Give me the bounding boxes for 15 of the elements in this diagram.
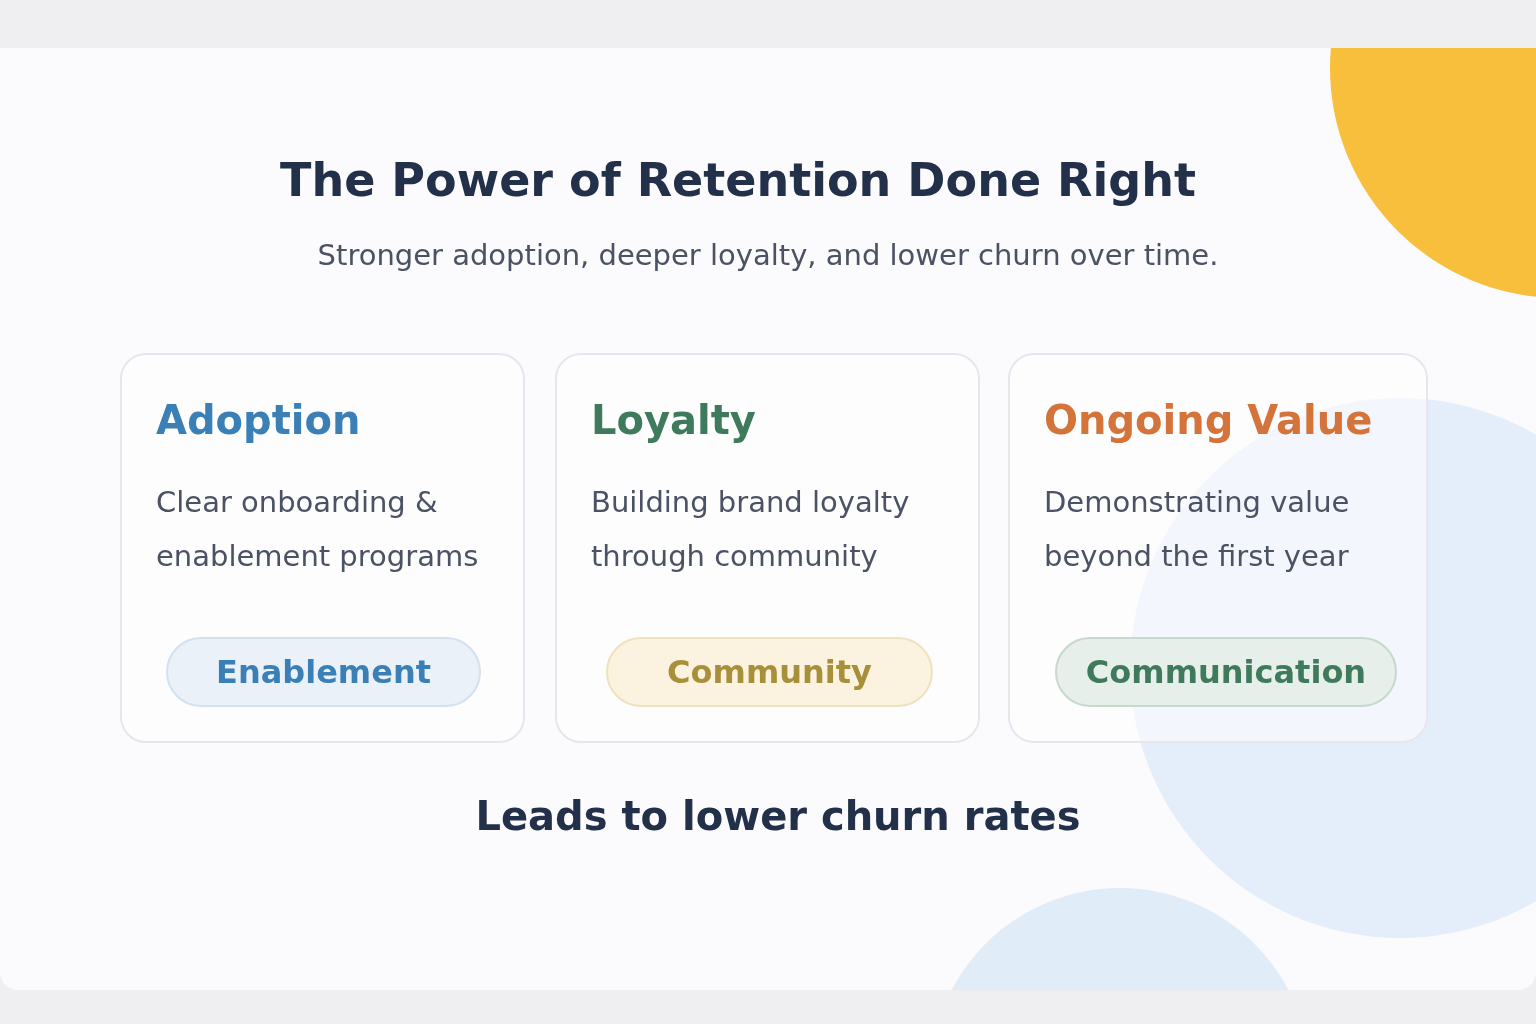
subtitle: Stronger adoption, deeper loyalty, and lower churn over time. <box>316 238 1220 272</box>
card-heading: Loyalty <box>591 397 756 443</box>
feature-card <box>555 353 980 743</box>
conclusion-text: Leads to lower churn rates <box>474 793 1082 839</box>
category-tag: Communication <box>1055 637 1397 707</box>
category-tag: Enablement <box>166 637 481 707</box>
card-heading: Adoption <box>156 397 361 443</box>
card-description: Clear onboarding & enablement programs <box>156 484 480 575</box>
category-tag: Community <box>606 637 933 707</box>
diagram-title: The Power of Retention Done Right <box>279 153 1197 207</box>
feature-card <box>1008 353 1428 743</box>
card-description: Building brand loyalty through community <box>591 484 911 575</box>
feature-card <box>120 353 525 743</box>
card-heading: Ongoing Value <box>1044 397 1373 443</box>
card-description: Demonstrating value beyond the first year <box>1044 484 1351 575</box>
